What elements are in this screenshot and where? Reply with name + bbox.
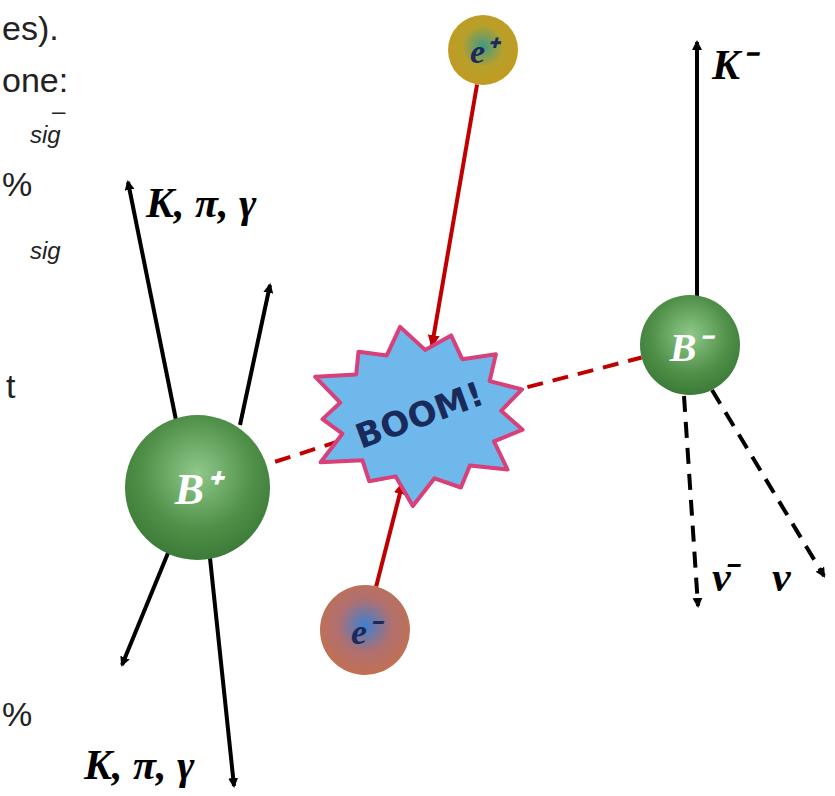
slide-text: % (2, 166, 32, 203)
particle-label: K, π, γ (84, 742, 194, 788)
particle-name: e⁺ (470, 27, 496, 73)
particle-name: B⁻ (670, 318, 711, 373)
slide-text: – (52, 98, 65, 124)
slide-text: sig (30, 238, 61, 264)
slide-text: es). (2, 10, 59, 47)
particle-name: B⁺ (175, 457, 219, 517)
track-arrow (695, 42, 699, 296)
particle-circle: B⁻ (640, 295, 740, 395)
particle-label: ν̄ (712, 554, 731, 600)
slide-text: sig (30, 122, 61, 148)
particle-label: K⁻ (712, 42, 754, 88)
particle-name: e⁻ (351, 606, 379, 655)
track-arrow (122, 553, 168, 665)
explosion-burst: BOOM! (300, 318, 540, 511)
slide-text: one: (2, 62, 68, 99)
slide-text: t (6, 368, 15, 405)
neutrino-arrow (712, 390, 824, 576)
beam-arrow (376, 483, 402, 586)
particle-circle: B⁺ (125, 415, 270, 560)
particle-circle: e⁻ (320, 585, 410, 675)
slide-text: % (2, 696, 32, 733)
particle-label: K, π, γ (146, 180, 256, 226)
particle-circle: e⁺ (448, 15, 518, 85)
track-arrow (210, 558, 234, 786)
beam-arrow (432, 84, 477, 346)
track-arrow (240, 285, 270, 425)
neutrino-arrow (684, 396, 698, 606)
particle-label: ν (772, 554, 791, 600)
